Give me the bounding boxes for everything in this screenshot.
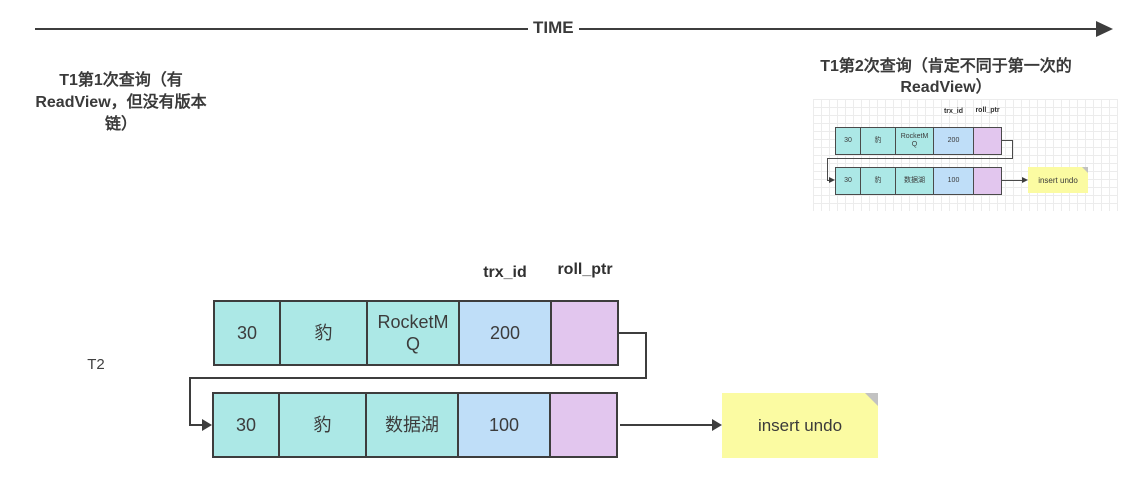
t1-first-query-line1: T1第1次查询（有: [59, 72, 183, 89]
mini-note-fold-icon: [1082, 167, 1088, 173]
connector-line: [189, 377, 191, 426]
mini-connector-arrowhead-icon: [829, 177, 835, 183]
cell-trx-id: 100: [457, 392, 551, 458]
mini-insert-undo-label: insert undo: [1038, 175, 1078, 185]
mini-cell-value: RocketMQ: [895, 127, 934, 155]
mini-insert-undo-note: insert undo: [1028, 167, 1088, 193]
connector-line: [189, 424, 204, 426]
cell-value: 数据湖: [365, 392, 459, 458]
mini-cell-trx-id: 200: [933, 127, 974, 155]
connector-line: [645, 332, 647, 379]
mini-trx-id-header: trx_id: [943, 108, 964, 115]
cell-value: RocketMQ: [366, 300, 460, 366]
mini-cell-value: 数据湖: [895, 167, 934, 195]
t1-first-query-line3: 链）: [104, 116, 137, 133]
mini-connector-line: [1002, 140, 1013, 141]
version-row-old: 30 豹 数据湖 100: [212, 392, 618, 458]
cell-roll-ptr: [549, 392, 618, 458]
t1-second-query-label: T1第2次查询（肯定不同于第一次的 ReadView）: [762, 56, 1130, 98]
time-axis-label: TIME: [528, 18, 579, 38]
undo-arrowhead-icon: [712, 419, 722, 431]
connector-line: [617, 332, 647, 334]
cell-name: 豹: [278, 392, 367, 458]
mini-version-chain-diagram: trx_id roll_ptr 30 豹 RocketMQ 200 30 豹 数…: [813, 99, 1118, 211]
connector-line: [189, 377, 647, 379]
mini-cell-id: 30: [835, 167, 861, 195]
mini-connector-line: [1012, 140, 1013, 159]
version-row-current: 30 豹 RocketMQ 200: [213, 300, 619, 366]
connector-arrowhead-icon: [202, 419, 212, 431]
insert-undo-label: insert undo: [757, 415, 843, 435]
undo-arrow-line: [620, 424, 714, 426]
cell-id: 30: [212, 392, 280, 458]
cell-name: 豹: [279, 300, 368, 366]
roll-ptr-header: roll_ptr: [557, 261, 613, 278]
trx-id-header: trx_id: [483, 264, 527, 281]
mini-undo-arrowhead-icon: [1022, 177, 1028, 183]
mini-version-row-current: 30 豹 RocketMQ 200: [835, 127, 1002, 155]
mini-roll-ptr-header: roll_ptr: [975, 107, 1000, 114]
mini-version-row-old: 30 豹 数据湖 100: [835, 167, 1002, 195]
t1-first-query-line2: ReadView，但没有版本: [35, 94, 207, 111]
mini-undo-arrow-line: [1002, 180, 1023, 181]
mini-cell-roll-ptr: [973, 167, 1002, 195]
mini-cell-name: 豹: [860, 167, 896, 195]
cell-roll-ptr: [550, 300, 619, 366]
insert-undo-note: insert undo: [722, 393, 878, 458]
t1-first-query-label: T1第1次查询（有 ReadView，但没有版本 链）: [2, 70, 240, 136]
t2-label: T2: [87, 356, 105, 373]
mini-cell-id: 30: [835, 127, 861, 155]
mini-cell-name: 豹: [860, 127, 896, 155]
mini-cell-roll-ptr: [973, 127, 1002, 155]
t1-second-query-line1: T1第2次查询（肯定不同于第一次的: [820, 58, 1072, 75]
mini-cell-trx-id: 100: [933, 167, 974, 195]
cell-id: 30: [213, 300, 281, 366]
mini-connector-line: [827, 158, 828, 181]
mini-connector-line: [827, 158, 1013, 159]
note-fold-icon: [865, 393, 878, 406]
cell-trx-id: 200: [458, 300, 552, 366]
t1-second-query-line2: ReadView）: [900, 79, 992, 96]
time-axis-arrowhead-icon: [1096, 21, 1113, 37]
